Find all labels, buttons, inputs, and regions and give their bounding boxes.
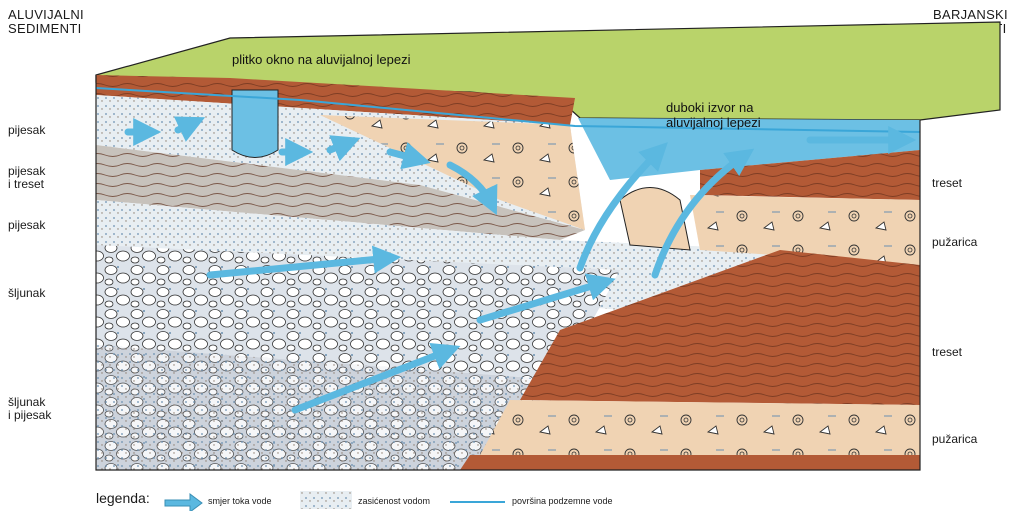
left-label-sand-peat: pijesak i treset	[8, 165, 45, 191]
shallow-well	[232, 90, 278, 158]
legend-saturation-label: zasićenost vodom	[358, 496, 430, 506]
left-label-sand-2: pijesak	[8, 219, 45, 232]
left-label-gravel: šljunak	[8, 287, 45, 300]
left-label-gravel-sand: šljunak i pijesak	[8, 396, 51, 422]
legend-flow-label: smjer toka vode	[208, 496, 272, 506]
left-label-sand-1: pijesak	[8, 124, 45, 137]
bottom-peat	[460, 455, 920, 470]
deep-spring-label: duboki izvor na aluvijalnoj lepezi	[666, 100, 761, 130]
legend-flow-arrow-icon	[165, 494, 202, 511]
legend-water-table-label: površina podzemne vode	[512, 496, 613, 506]
right-label-shells-2: pužarica	[932, 433, 977, 446]
shallow-well-label: plitko okno na aluvijalnoj lepezi	[232, 52, 411, 67]
legend-title: legenda:	[96, 490, 150, 506]
right-label-peat-1: treset	[932, 177, 962, 190]
right-label-shells-1: pužarica	[932, 236, 977, 249]
right-label-peat-2: treset	[932, 346, 962, 359]
